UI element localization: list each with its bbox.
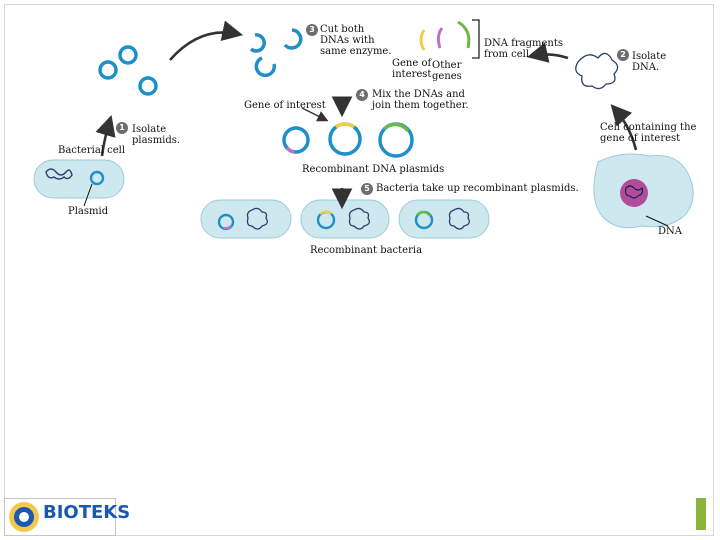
chromosome-squiggle xyxy=(45,168,73,180)
bioteks-logo: BIOTEKS xyxy=(4,498,130,536)
isolated-dna-tangle xyxy=(575,52,619,90)
step-badge-5: 5 xyxy=(361,183,373,195)
isolated-plasmids xyxy=(98,45,158,96)
dna-fragments-label: DNA fragments from cell xyxy=(484,38,564,60)
step-badge-1: 1 xyxy=(116,122,128,134)
recombinant-plasmids xyxy=(282,122,414,158)
recombinant-plasmids-label: Recombinant DNA plasmids xyxy=(302,164,445,175)
recombinant-bacteria-label: Recombinant bacteria xyxy=(310,245,423,256)
eukaryotic-cell xyxy=(593,153,694,229)
other-genes-label: Other genes xyxy=(432,60,462,82)
cut-plasmids xyxy=(249,28,303,78)
cell-with-gene-label: Cell containing the gene of interest xyxy=(600,122,697,144)
pointer-lines xyxy=(83,183,669,227)
plasmid-label: Plasmid xyxy=(68,206,109,217)
step-badge-3: 3 xyxy=(306,24,318,36)
logo-wordmark: BIOTEKS xyxy=(43,502,131,523)
step-5-text: Bacteria take up recombinant plasmids. xyxy=(376,183,579,194)
step-4-text: Mix the DNAs and join them together. xyxy=(372,89,469,111)
dna-label: DNA xyxy=(658,226,682,237)
logo-emblem-icon xyxy=(9,502,39,532)
nucleus xyxy=(620,179,648,207)
process-arrows xyxy=(95,20,638,210)
gene-of-interest-mid-label: Gene of interest xyxy=(244,100,326,111)
step-2-text: Isolate DNA. xyxy=(632,51,667,73)
step-badge-4: 4 xyxy=(356,89,368,101)
step-3-text: Cut both DNAs with same enzyme. xyxy=(320,24,392,57)
step-badge-2: 2 xyxy=(617,49,629,61)
recombinant-bacteria xyxy=(200,199,490,239)
green-accent-bar xyxy=(696,498,706,530)
dna-fragments xyxy=(419,19,480,59)
bacterial-cell-label: Bacterial cell xyxy=(58,145,126,156)
step-1-text: Isolate plasmids. xyxy=(132,124,181,146)
slide-frame xyxy=(4,4,714,536)
gene-of-interest-top-label: Gene of interest xyxy=(392,58,432,80)
bacterial-cell xyxy=(33,159,125,199)
plasmid-in-cell xyxy=(89,170,105,186)
